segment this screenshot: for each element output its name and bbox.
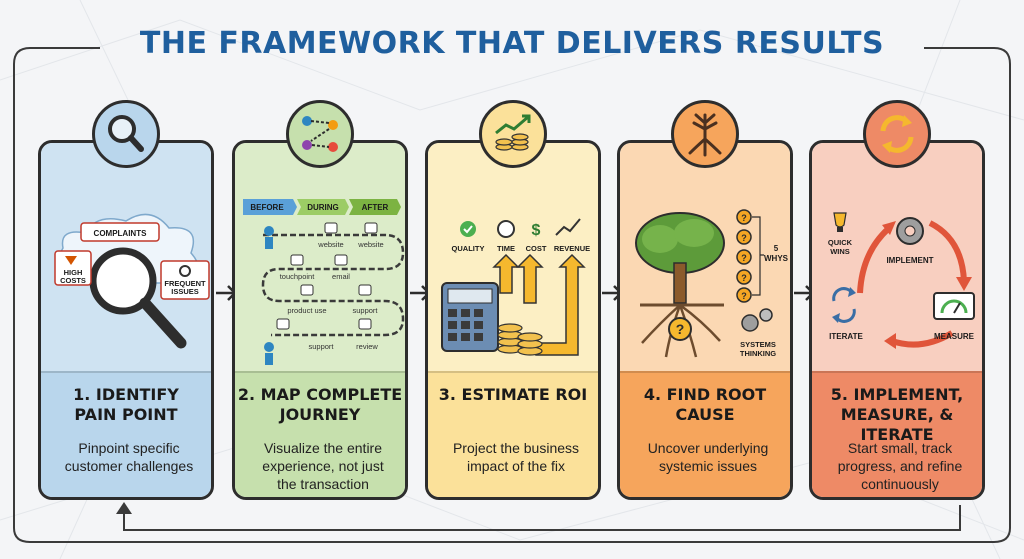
label-product-use: product use xyxy=(287,306,326,315)
label-touchpoint: touchpoint xyxy=(280,272,316,281)
search-icon xyxy=(108,115,144,152)
svg-text:?: ? xyxy=(741,291,747,301)
label-email: email xyxy=(332,272,350,281)
iterate-cycle-illustration: QUICK WINS IMPLEMENT ITERATE MEASURE xyxy=(828,212,975,349)
label-whys: WHYS xyxy=(764,254,789,263)
dollar-down-icon: $ xyxy=(532,222,541,239)
gear-icon xyxy=(179,265,191,277)
label-website: website xyxy=(357,240,383,249)
tree-icon: ? xyxy=(635,212,725,358)
label-support: support xyxy=(352,306,378,315)
label-before: BEFORE xyxy=(250,203,284,212)
label-cost: COST xyxy=(526,244,547,253)
label-thinking: THINKING xyxy=(740,349,776,358)
question-icon xyxy=(736,209,752,303)
coins-growth-icon xyxy=(495,114,531,151)
label-complaints: COMPLAINTS xyxy=(94,229,148,238)
refresh-icon xyxy=(880,115,914,153)
label-systems: SYSTEMS xyxy=(740,340,776,349)
svg-text:?: ? xyxy=(741,213,747,223)
check-icon xyxy=(460,221,476,237)
label-quality: QUALITY xyxy=(452,244,485,253)
step-card-estimate-roi: $ QUALITY TIME COST REVENUE 3. ESTIMATE … xyxy=(425,140,601,500)
person-icon xyxy=(264,342,274,352)
label-review: review xyxy=(356,342,378,351)
badge-root xyxy=(671,100,739,168)
root-cause-illustration: ? ????? 5 WHYS SYSTEMS THINKING xyxy=(635,209,789,358)
badge-journey xyxy=(286,100,354,168)
label-frequent: FREQUENT xyxy=(164,279,206,288)
roots-icon xyxy=(688,113,722,157)
svg-text:?: ? xyxy=(741,253,747,263)
label-website: website xyxy=(317,240,343,249)
label-wins: WINS xyxy=(830,247,850,256)
step-card-identify: COMPLAINTS HIGH COSTS FREQUENT ISSUES 1.… xyxy=(38,140,214,500)
svg-text:?: ? xyxy=(741,233,747,243)
label-costs: COSTS xyxy=(60,276,86,285)
trend-icon xyxy=(555,218,581,236)
person-icon xyxy=(264,226,274,236)
badge-roi xyxy=(479,100,547,168)
route-icon xyxy=(302,116,338,152)
trophy-icon xyxy=(833,212,847,228)
label-quick: QUICK xyxy=(828,238,853,247)
label-revenue: REVENUE xyxy=(554,244,590,253)
step-card-root-cause: ? ????? 5 WHYS SYSTEMS THINKING 4. FIND … xyxy=(617,140,793,500)
journey-map-illustration: BEFORE DURING AFTER website website touc… xyxy=(243,199,405,365)
label-support: support xyxy=(308,342,334,351)
stopwatch-icon xyxy=(497,220,515,238)
step-card-implement: QUICK WINS IMPLEMENT ITERATE MEASURE 5. … xyxy=(809,140,985,500)
email-icon xyxy=(334,254,348,266)
label-implement: IMPLEMENT xyxy=(886,256,933,265)
gears-icon xyxy=(741,314,759,332)
label-five: 5 xyxy=(774,244,779,253)
roi-illustration: $ QUALITY TIME COST REVENUE xyxy=(441,218,590,356)
calculator-icon xyxy=(441,282,499,352)
label-after: AFTER xyxy=(362,203,389,212)
magnifier-icon xyxy=(89,247,187,349)
card-lower xyxy=(41,371,211,497)
step-title: 3. ESTIMATE ROI xyxy=(438,385,588,404)
gauge-icon xyxy=(933,292,975,320)
badge-iterate xyxy=(863,100,931,168)
label-iterate: ITERATE xyxy=(829,332,863,341)
svg-text:?: ? xyxy=(676,321,685,337)
coins-icon xyxy=(497,323,543,356)
badge-search xyxy=(92,100,160,168)
svg-text:?: ? xyxy=(741,273,747,283)
page-title: THE FRAMEWORK THAT DELIVERS RESULTS xyxy=(139,26,885,61)
pain-point-illustration: COMPLAINTS HIGH COSTS FREQUENT ISSUES xyxy=(54,213,210,349)
step-title: 5. IMPLEMENT,MEASURE, & ITERATE xyxy=(830,385,964,444)
label-during: DURING xyxy=(307,203,339,212)
step-card-map-journey: BEFORE DURING AFTER website website touc… xyxy=(232,140,408,500)
label-issues: ISSUES xyxy=(171,287,199,296)
label-time: TIME xyxy=(497,244,515,253)
label-measure: MEASURE xyxy=(934,332,975,341)
label-high: HIGH xyxy=(64,268,83,277)
